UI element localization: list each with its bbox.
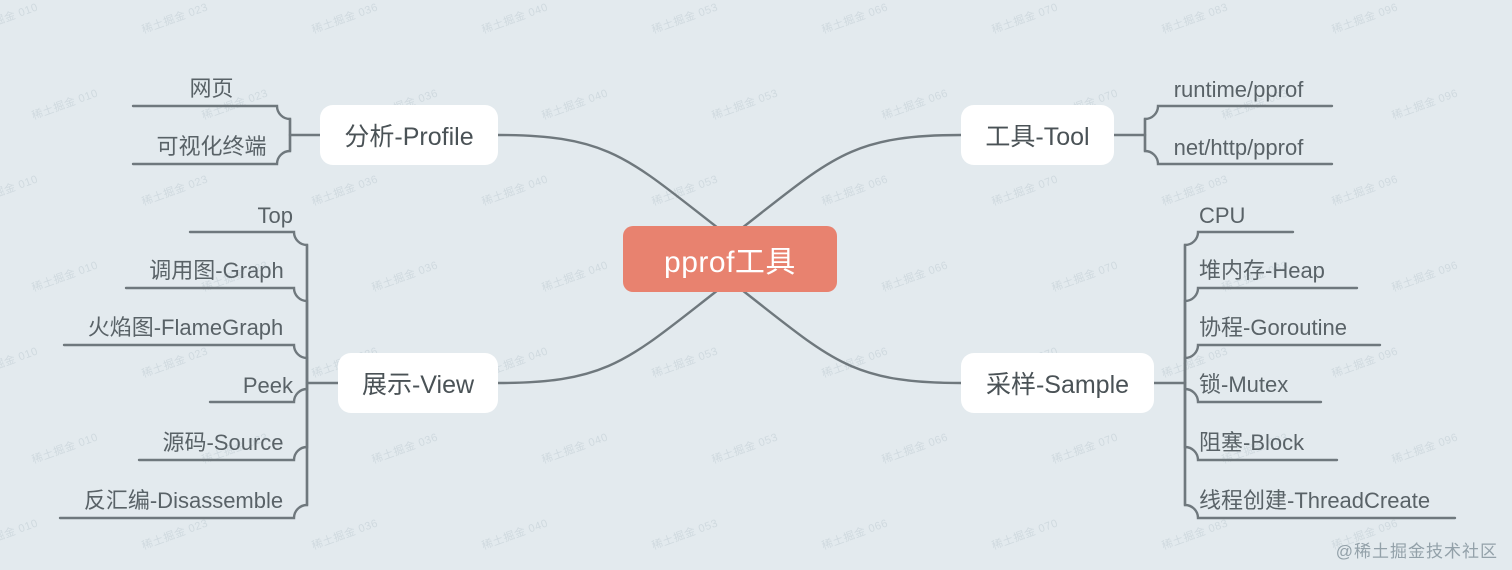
watermark-text: 稀土掘金 066 [820,173,890,209]
leaf-node-label: 阻塞-Block [1199,430,1305,455]
leaf-node-sample-1[interactable]: 堆内存-Heap [1185,246,1357,288]
watermark-text: 稀土掘金 053 [650,1,720,37]
watermark-text: 稀土掘金 096 [1390,431,1460,467]
leaf-node-label: 协程-Goroutine [1199,315,1347,340]
leaf-node-tool-0[interactable]: runtime/pprof [1145,66,1332,106]
root-to-tool-link [740,133,963,230]
leaf-node-view-1[interactable]: 调用图-Graph [126,246,307,288]
branch-node-view[interactable]: 展示-View [338,353,498,413]
leaf-node-view-2[interactable]: 火焰图-FlameGraph [64,303,307,345]
leaf-node-label: 线程创建-ThreadCreate [1199,488,1431,513]
watermark-text: 稀土掘金 083 [1160,517,1230,553]
credit-label: @稀土掘金技术社区 [1335,542,1498,561]
leaf-node-profile-1[interactable]: 可视化终端 [133,124,290,164]
leaf-node-sample-3[interactable]: 锁-Mutex [1185,360,1321,402]
leaf-node-label: Peek [242,373,293,398]
watermark-text: 稀土掘金 070 [990,173,1060,209]
watermark-text: 稀土掘金 040 [480,1,550,37]
leaf-node-label: 锁-Mutex [1199,372,1289,397]
watermark-text: 稀土掘金 066 [880,431,950,467]
root-to-view-link [496,288,720,385]
watermark-text: 稀土掘金 010 [0,517,40,553]
leaf-node-sample-2[interactable]: 协程-Goroutine [1185,303,1380,345]
leaf-node-tool-1[interactable]: net/http/pprof [1145,124,1332,164]
watermark-text: 稀土掘金 010 [0,173,40,209]
watermark-text: 稀土掘金 036 [370,431,440,467]
leaf-node-view-4[interactable]: 源码-Source [139,418,307,460]
watermark-text: 稀土掘金 053 [710,431,780,467]
leaf-node-view-0[interactable]: Top [190,190,307,232]
watermark-text: 稀土掘金 010 [30,87,100,123]
watermark-text: 稀土掘金 053 [650,173,720,209]
leaf-node-sample-4[interactable]: 阻塞-Block [1185,418,1337,460]
watermark-text: 稀土掘金 096 [1390,87,1460,123]
watermark-text: 稀土掘金 040 [540,87,610,123]
leaf-node-profile-0[interactable]: 网页 [133,66,290,106]
branch-node-label: 展示-View [361,371,475,399]
watermark-text: 稀土掘金 023 [140,517,210,553]
leaf-node-label: 可视化终端 [156,134,267,159]
watermark-text: 稀土掘金 070 [990,1,1060,37]
root-to-sample-link [740,288,963,385]
leaf-node-label: 反汇编-Disassemble [83,488,284,513]
leaf-node-label: Top [257,203,293,228]
root-node-label: pprof工具 [664,246,796,279]
watermark-text: 稀土掘金 023 [140,345,210,381]
branch-node-profile[interactable]: 分析-Profile [320,105,498,165]
watermark-text: 稀土掘金 070 [1050,431,1120,467]
watermark-text: 稀土掘金 066 [820,1,890,37]
root-node[interactable]: pprof工具 [623,226,837,292]
leaf-node-sample-0[interactable]: CPU [1185,190,1293,232]
watermark-text: 稀土掘金 066 [880,259,950,295]
leaf-node-label: 堆内存-Heap [1199,258,1325,283]
leaf-node-label: 网页 [189,76,234,101]
watermark-text: 稀土掘金 066 [820,345,890,381]
watermark-text: 稀土掘金 070 [990,517,1060,553]
watermark-text: 稀土掘金 036 [310,1,380,37]
watermark-text: 稀土掘金 066 [820,517,890,553]
watermark-text: 稀土掘金 040 [540,259,610,295]
watermark-text: 稀土掘金 040 [480,517,550,553]
root-to-profile-link [496,133,720,230]
watermark-text: 稀土掘金 083 [1160,1,1230,37]
watermark-text: 稀土掘金 010 [30,259,100,295]
leaf-node-label: 火焰图-FlameGraph [87,315,284,340]
watermark-text: 稀土掘金 040 [540,431,610,467]
watermark-text: 稀土掘金 053 [650,345,720,381]
watermark-text: 稀土掘金 096 [1330,345,1400,381]
branch-node-label: 采样-Sample [985,371,1130,399]
watermark-text: 稀土掘金 036 [310,517,380,553]
watermark-text: 稀土掘金 053 [650,517,720,553]
leaf-node-sample-5[interactable]: 线程创建-ThreadCreate [1185,476,1455,518]
watermark-text: 稀土掘金 010 [30,431,100,467]
branch-node-label: 分析-Profile [344,123,474,151]
leaf-node-label: 源码-Source [162,430,284,455]
branch-node-label: 工具-Tool [985,123,1090,151]
watermark-text: 稀土掘金 023 [140,1,210,37]
leaf-node-view-5[interactable]: 反汇编-Disassemble [60,476,307,518]
leaf-node-label: CPU [1199,203,1246,228]
leaf-node-label: runtime/pprof [1173,77,1304,102]
watermark-text: 稀土掘金 066 [880,87,950,123]
leaf-node-label: 调用图-Graph [149,258,284,283]
watermark-text: 稀土掘金 096 [1330,1,1400,37]
watermark-text: 稀土掘金 036 [310,173,380,209]
watermark-text: 稀土掘金 096 [1390,259,1460,295]
watermark-text: 稀土掘金 040 [480,173,550,209]
branch-node-sample[interactable]: 采样-Sample [961,353,1154,413]
watermark-text: 稀土掘金 010 [0,345,40,381]
leaf-node-view-3[interactable]: Peek [210,360,307,402]
branch-node-tool[interactable]: 工具-Tool [961,105,1114,165]
watermark-text: 稀土掘金 053 [710,87,780,123]
leaf-node-label: net/http/pprof [1173,135,1304,160]
watermark-text: 稀土掘金 070 [1050,259,1120,295]
watermark-text: 稀土掘金 036 [370,259,440,295]
watermark-text: 稀土掘金 010 [0,1,40,37]
watermark-text: 稀土掘金 096 [1330,173,1400,209]
